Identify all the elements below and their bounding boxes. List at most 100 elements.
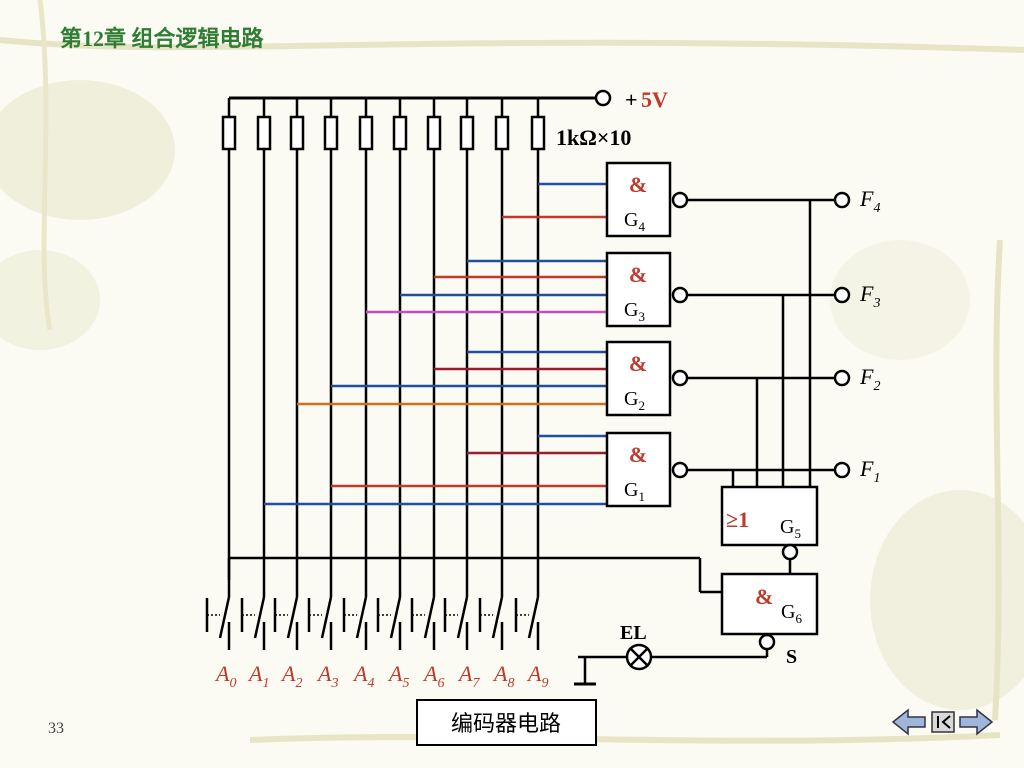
switch-3: [307, 580, 333, 650]
resistor-9: [530, 115, 546, 151]
output-f4-name: F: [859, 186, 874, 211]
caption-box: 编码器电路: [416, 699, 597, 746]
input-a4-sub: 4: [367, 676, 374, 691]
svg-text:A3: A3: [316, 661, 338, 691]
output-f3-name: F: [859, 281, 874, 306]
input-a5-name: A: [387, 661, 403, 686]
input-a7-name: A: [457, 661, 473, 686]
page-number: 33: [48, 720, 64, 737]
background-decoration: [0, 0, 1024, 744]
gate-g3: & G3: [605, 251, 689, 328]
switch-8: [478, 580, 504, 650]
gate-g6-sub: 6: [795, 611, 802, 626]
gate-g1: & G1: [605, 431, 689, 508]
input-a9-sub: 9: [541, 676, 548, 691]
input-a3-sub: 3: [330, 676, 338, 691]
gate-g4-sub: 4: [638, 219, 645, 234]
resistor-7: [459, 115, 475, 151]
resistor-3: [323, 115, 339, 151]
svg-text:F2: F2: [859, 364, 880, 394]
nav-home-button[interactable]: [931, 711, 955, 733]
caption: 编码器电路: [451, 711, 561, 736]
svg-text:A8: A8: [492, 661, 514, 691]
svg-text:A5: A5: [387, 661, 409, 691]
input-a1-name: A: [247, 661, 263, 686]
g5-input-wires: [731, 200, 812, 487]
resistor-2: [289, 115, 305, 151]
svg-text:A1: A1: [247, 661, 269, 691]
gate-g2: & G2: [605, 340, 689, 417]
svg-text:G4: G4: [624, 209, 645, 234]
switches: [205, 580, 540, 650]
resistor-0: [221, 115, 237, 151]
switch-5: [376, 580, 402, 650]
nav-prev-button[interactable]: [891, 708, 926, 736]
switch-7: [443, 580, 469, 650]
gate-g3-name: G: [624, 299, 638, 321]
input-a3-name: A: [316, 661, 332, 686]
output-f1-name: F: [859, 456, 874, 481]
output-f4-sub: 4: [873, 201, 880, 216]
wires: [227, 98, 607, 580]
gate-g5-sub: 5: [794, 526, 801, 541]
svg-text:A7: A7: [457, 661, 480, 691]
gate-g1-sub: 1: [638, 489, 645, 504]
input-a8-name: A: [492, 661, 508, 686]
switch-1: [240, 580, 266, 650]
arrow-left-icon: [891, 708, 926, 736]
gate-g4-symbol: &: [629, 172, 647, 197]
lamp-label: EL: [620, 622, 647, 644]
switch-0: [205, 580, 231, 650]
gate-g6-name: G: [781, 601, 795, 623]
page-title: 第12章 组合逻辑电路: [60, 26, 265, 51]
output-f3-sub: 3: [872, 296, 880, 311]
input-a0-name: A: [214, 661, 230, 686]
switch-9: [514, 580, 540, 650]
svg-text:F4: F4: [859, 186, 880, 216]
gate-g6: & G6 S: [720, 572, 819, 668]
arrow-right-icon: [959, 708, 994, 736]
s-label: S: [786, 646, 797, 668]
svg-text:F3: F3: [859, 281, 880, 311]
input-a4-name: A: [352, 661, 368, 686]
input-a6-sub: 6: [437, 676, 444, 691]
input-a0-sub: 0: [229, 676, 236, 691]
outputs: [687, 191, 851, 479]
svg-text:A0: A0: [214, 661, 236, 691]
supply-plus: +: [625, 87, 638, 112]
resistor-note: 1kΩ×10: [556, 125, 631, 150]
supply-terminal: [594, 89, 612, 107]
input-labels: A0 A1 A2 A3 A4 A5 A6 A7 A8 A9: [214, 661, 548, 691]
gate-g5-name: G: [780, 516, 794, 538]
switch-4: [342, 580, 368, 650]
nav-next-button[interactable]: [959, 708, 994, 736]
gate-g4-name: G: [624, 209, 638, 231]
svg-text:A2: A2: [280, 661, 302, 691]
gate-g5-symbol: ≥1: [726, 507, 749, 532]
resistor-1: [256, 115, 272, 151]
gate-g6-symbol: &: [755, 584, 773, 609]
common-bus: [229, 556, 769, 686]
svg-text:A6: A6: [422, 661, 444, 691]
svg-text:G5: G5: [780, 516, 801, 541]
gate-g2-sub: 2: [638, 398, 645, 413]
resistors: [221, 115, 546, 151]
gate-g2-name: G: [624, 388, 638, 410]
gate-g2-symbol: &: [629, 351, 647, 376]
gate-g5: ≥1 G5: [720, 485, 819, 574]
resistor-6: [426, 115, 442, 151]
supply: + 5V 1kΩ×10: [229, 87, 668, 150]
input-a8-sub: 8: [507, 676, 514, 691]
input-a2-name: A: [280, 661, 296, 686]
svg-text:G2: G2: [624, 388, 645, 413]
input-a2-sub: 2: [295, 676, 302, 691]
input-a9-name: A: [526, 661, 542, 686]
gate-g3-sub: 3: [638, 309, 645, 324]
output-f1-sub: 1: [873, 471, 880, 486]
resistor-8: [494, 115, 510, 151]
svg-text:G3: G3: [624, 299, 645, 324]
gate-g4: & G4: [605, 161, 689, 238]
gate-g1-symbol: &: [629, 442, 647, 467]
